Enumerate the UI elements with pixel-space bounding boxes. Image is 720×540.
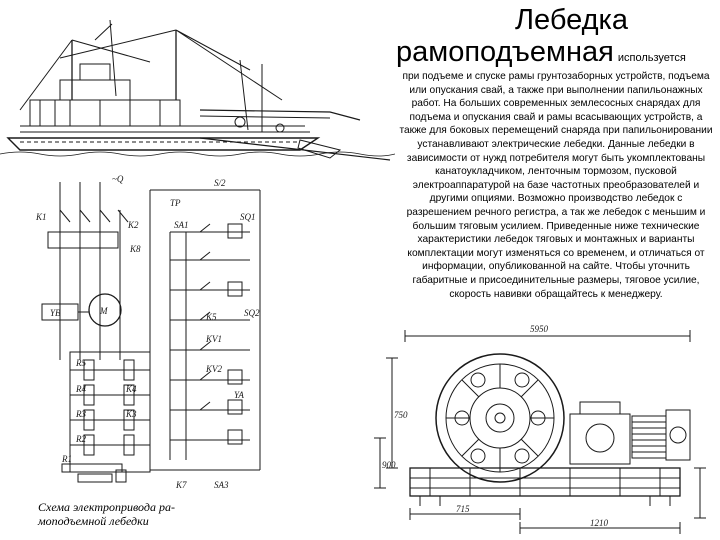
label-k3: K3 <box>125 409 137 419</box>
label-s12: S/2 <box>214 178 226 188</box>
label-k5: K5 <box>205 312 217 322</box>
label-sa1: SA1 <box>174 220 189 230</box>
electric-drive-schematic: ~Q K1 K2 K8 TP YB M R5 R4 R3 R2 R1 K4 K3… <box>35 174 261 490</box>
label-sq2: SQ2 <box>244 308 260 318</box>
description-paragraph: при подъеме и спуске рамы грунтозаборных… <box>399 71 713 300</box>
label-k8: K8 <box>129 244 141 254</box>
label-r5: R5 <box>75 358 86 368</box>
label-k7: K7 <box>175 480 187 490</box>
caption-line-2: моподъемной лебедки <box>38 514 149 528</box>
label-sq1: SQ1 <box>240 212 256 222</box>
label-sa3: SA3 <box>214 480 229 490</box>
label-k2: K2 <box>127 220 139 230</box>
label-k4: K4 <box>125 384 137 394</box>
label-r2: R2 <box>75 434 86 444</box>
dim-top: 5950 <box>530 324 549 334</box>
label-q: ~Q <box>112 174 124 184</box>
title-main: рамоподъемная <box>396 36 614 68</box>
schematic-caption: Схема электропривода ра- моподъемной леб… <box>38 500 278 528</box>
caption-line-1: Схема электропривода ра- <box>38 500 175 514</box>
label-r3: R3 <box>75 409 86 419</box>
dim-bottom-2: 1210 <box>590 518 609 528</box>
dredger-ship-drawing <box>0 19 395 161</box>
dim-bottom-1: 715 <box>456 504 470 514</box>
label-yb: YB <box>50 308 61 318</box>
title-line-1: Лебедка <box>515 4 628 36</box>
label-kv2: KV2 <box>205 364 223 374</box>
title-note: используется <box>617 52 686 64</box>
label-r4: R4 <box>75 384 86 394</box>
dim-left: 750 <box>394 410 408 420</box>
label-m: M <box>99 306 108 316</box>
winch-drawing: 5950 750 900 715 1210 <box>374 324 706 534</box>
label-ya: YA <box>234 390 244 400</box>
dim-left-2: 900 <box>382 460 396 470</box>
label-tp: TP <box>170 198 181 208</box>
label-kv1: KV1 <box>205 334 222 344</box>
label-k1: K1 <box>35 212 47 222</box>
label-r1: R1 <box>61 454 72 464</box>
